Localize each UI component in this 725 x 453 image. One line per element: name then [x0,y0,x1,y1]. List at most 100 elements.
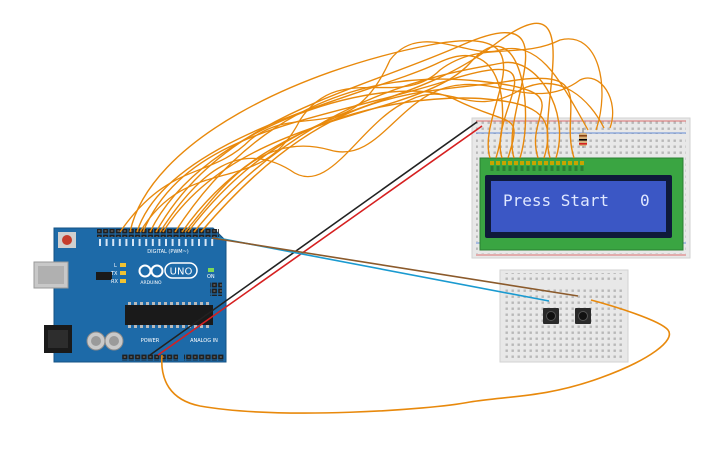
lcd-pin-label-mark [556,166,560,171]
pin-label-mark [125,239,128,246]
led-tx-label: TX [110,271,118,277]
lcd-module[interactable]: Press Start 0 [479,157,684,251]
wire-power-red[interactable] [157,125,483,356]
wire-lcd-signal[interactable] [200,77,575,233]
pin-label-mark [118,239,121,246]
pin-label-mark [99,239,101,246]
wire-lcd-signal[interactable] [193,61,561,233]
pin-label-mark [112,239,115,246]
lcd-pin-label-mark [490,166,494,171]
chip-leg [164,302,167,305]
led-on-label: ON [207,274,215,280]
chip-leg [158,325,161,328]
chip-leg [146,302,149,305]
lcd-pin [544,161,548,165]
chip-leg [134,302,137,305]
usb-port-inner [38,266,64,284]
chip-leg [152,325,155,328]
chip-leg [140,325,143,328]
chip-leg [188,302,191,305]
pushbutton-2[interactable] [575,308,591,324]
lcd-pin-label-mark [550,166,554,171]
analog-header[interactable] [184,354,224,361]
chip-leg [200,302,203,305]
power-header[interactable] [122,354,178,361]
reset-button[interactable] [62,235,72,245]
lcd-pin-label-mark [502,166,506,171]
pin-label-mark [204,239,207,246]
lcd-pin-label-mark [544,166,548,171]
digital-header-label: DIGITAL (PWM~) [147,249,189,255]
pushbutton-2-cap[interactable] [578,311,588,321]
small-breadboard-holes [504,288,624,346]
wire-lcd-signal[interactable] [139,38,603,233]
wire-lcd-signal[interactable] [129,40,505,233]
led-tx [120,271,126,275]
chip-leg [194,302,197,305]
breadboard-rail-top [476,120,686,134]
chip-leg [194,325,197,328]
lcd-pin [526,161,530,165]
lcd-pin-label-mark [508,166,512,171]
lcd-pin-label-mark [562,166,566,171]
wire-lcd-signal[interactable] [187,22,554,233]
lcd-pin [568,161,572,165]
wire-lcd-signal[interactable] [119,41,589,233]
pushbutton-1-cap[interactable] [546,311,556,321]
lcd-pin [508,161,512,165]
pin-label-mark [151,239,154,246]
resistor-band-3 [579,143,587,145]
pin-label-mark [178,239,181,246]
led-on [208,268,214,272]
chip-leg [182,325,185,328]
pin-label-mark [138,239,141,246]
wire-lcd-signal[interactable] [184,77,614,233]
capacitor-1-top [91,336,101,346]
chip-leg [206,302,209,305]
wire-lcd-signal[interactable] [142,68,516,233]
wire-lcd-signal[interactable] [159,83,605,233]
lcd-pin-label-mark [574,166,578,171]
wire-lcd-signal[interactable] [155,31,527,233]
lcd-pin [556,161,560,165]
wire-lcd-signal[interactable] [149,90,515,233]
analog-header-label: ANALOG IN [190,338,218,344]
pin-label-mark [171,239,174,246]
chip-leg [152,302,155,305]
led-rx [120,279,126,283]
digital-header[interactable] [97,229,219,237]
button-breadboard[interactable] [499,269,629,363]
wire-button2-brown[interactable] [211,237,579,297]
chip-leg [170,302,173,305]
resistor[interactable] [579,128,587,148]
lcd-pin [538,161,542,165]
pin-label-mark [191,239,194,246]
pin-label-mark [158,239,161,246]
chip-leg [146,325,149,328]
orange-signal-wires[interactable] [119,22,614,233]
wire-button-return-orange[interactable] [160,299,671,414]
wire-lcd-signal[interactable] [162,45,527,233]
crystal [96,272,112,280]
pin-label-mark [211,239,214,246]
wire-ground-black[interactable] [149,121,478,356]
chip-leg [176,302,179,305]
pushbutton-1[interactable] [543,308,559,324]
chip-leg [170,325,173,328]
lcd-score-text: 0 [640,191,650,210]
arduino-uno[interactable]: L TX RX ON UNO ARDUINO DIGITAL (PWM~) PO… [33,227,227,363]
lcd-pin-label-mark [568,166,572,171]
lcd-pin [502,161,506,165]
atmega-chip [125,305,213,325]
chip-leg [182,302,185,305]
led-l-label: L [114,263,117,269]
chip-leg [176,325,179,328]
lcd-pin [574,161,578,165]
chip-pins [128,302,209,328]
lcd-pin [520,161,524,165]
digital-pin-labels [99,239,214,246]
wire-lcd-signal[interactable] [136,55,504,233]
chip-leg [128,325,131,328]
icsp-header [210,282,222,296]
